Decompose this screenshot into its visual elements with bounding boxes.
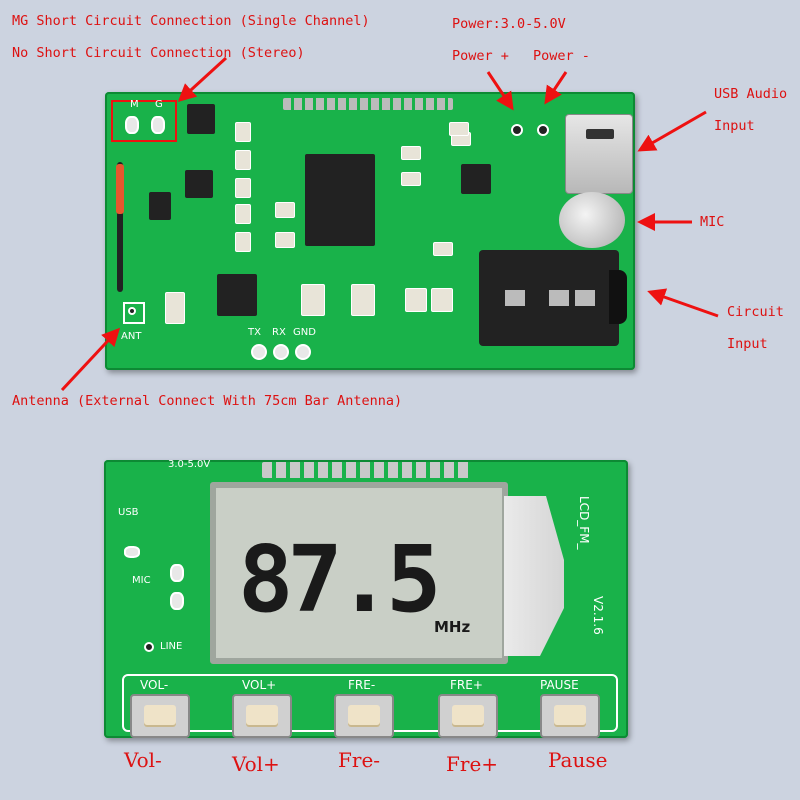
usb-connector [565,114,633,194]
arrow-circuit [647,288,719,318]
circuit-input-annotation-line1: Circuit [727,304,784,320]
arrow-usb [637,110,707,152]
smd-component [301,284,325,316]
vol-plus-button[interactable] [232,694,292,738]
smd-component [235,178,251,198]
silk-g: G [155,99,163,110]
gnd-pad [295,344,311,360]
smd-component [165,292,185,324]
silk-mic: MIC [132,575,151,586]
power-range-annotation: Power:3.0-5.0V [452,16,566,32]
arrow-mg [177,56,228,103]
small-chip-left [185,170,213,198]
main-mcu-chip [305,154,375,246]
line-pad [144,642,154,652]
caption-vol-plus: Vol+ [232,752,280,776]
mg-pad-box [111,100,177,142]
smd-component [275,232,295,248]
silk-usb: USB [118,507,139,518]
fre-plus-button[interactable] [438,694,498,738]
antenna-pad [128,307,136,315]
power-minus-pad [537,124,549,136]
mic-pad [170,564,184,582]
smd-component [405,288,427,312]
silk-fre-minus: FRE- [348,678,376,692]
silk-ant: ANT [121,331,142,342]
smd-component [235,204,251,224]
arrow-power-minus [544,71,568,105]
silk-fre-plus: FRE+ [450,678,483,692]
silk-gnd: GND [293,327,316,338]
rx-pad [273,344,289,360]
smd-component [433,242,453,256]
bottom-pcb-board: 3.0-5.0V USB MIC LINE 87.5 MHz LCD_FM_ V… [104,460,628,738]
circuit-input-annotation-line2: Input [727,336,768,352]
mg-pad-m [125,116,139,134]
usb-pad [124,546,140,558]
mic-capsule [559,192,625,248]
tx-pad [251,344,267,360]
smd-component [275,202,295,218]
power-plus-annotation: Power + [452,48,509,64]
no-short-annotation: No Short Circuit Connection (Stereo) [12,45,305,61]
fre-minus-button[interactable] [334,694,394,738]
antenna-annotation: Antenna (External Connect With 75cm Bar … [12,393,403,409]
antenna-wire [116,162,124,292]
caption-vol-minus: Vol- [124,748,162,772]
vol-minus-button[interactable] [130,694,190,738]
caption-pause: Pause [548,748,608,772]
smd-component [235,150,251,170]
fm-chip [461,164,491,194]
smd-component [431,288,453,312]
silk-voltage: 3.0-5.0V [168,459,211,470]
usb-audio-annotation-line2: Input [714,118,755,134]
usb-audio-annotation-line1: USB Audio [714,86,788,102]
arrow-power-plus [486,71,514,111]
power-plus-pad [511,124,523,136]
transistor [149,192,171,220]
lcd-frequency: 87.5 [238,526,442,633]
top-pcb-board: M G ANT TX RX GND [105,92,635,370]
silk-m: M [130,99,139,110]
audio-jack [479,250,627,346]
smd-component [235,232,251,252]
mg-pad-g [151,116,165,134]
bottom-header-pins [262,462,470,478]
smd-component [401,146,421,160]
arrow-antenna [60,327,121,392]
silk-vol-plus: VOL+ [242,678,277,692]
lcd-screen: 87.5 MHz [210,482,508,664]
silk-tx: TX [248,327,261,338]
silk-pause: PAUSE [540,678,579,692]
caption-fre-plus: Fre+ [446,752,499,776]
small-chip-top [187,104,215,134]
mic-pad-2 [170,592,184,610]
smd-component [235,122,251,142]
mic-annotation: MIC [700,214,725,230]
pause-button[interactable] [540,694,600,738]
silk-rx: RX [272,327,286,338]
silk-line: LINE [160,641,183,652]
antenna-pad-frame [123,302,145,324]
power-minus-annotation: Power - [533,48,590,64]
caption-fre-minus: Fre- [338,748,381,772]
smd-component [351,284,375,316]
header-pins [283,98,453,110]
smd-component [449,122,469,136]
smd-component [401,172,421,186]
mg-short-annotation: MG Short Circuit Connection (Single Chan… [12,13,370,29]
lcd-unit: MHz [434,618,471,636]
sop-chip [217,274,257,316]
silk-vol-minus: VOL- [140,678,169,692]
